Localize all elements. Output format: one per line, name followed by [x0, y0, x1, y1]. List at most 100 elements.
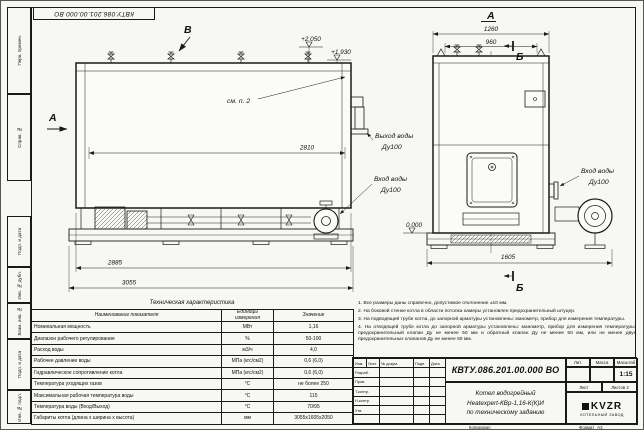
side-view: В А см. п. 2 +2.050 +1.930 Выход воды — [47, 24, 413, 292]
svg-text:+1.930: +1.930 — [331, 49, 351, 56]
rev-col: Дата — [429, 357, 446, 369]
doc-number: КВТУ.086.201.00.000 ВО — [445, 358, 566, 382]
role-label: Т.контр. — [353, 386, 380, 397]
base-frame-front — [426, 232, 556, 249]
empty-cell — [413, 376, 430, 388]
role-row: Пров. — [353, 376, 446, 388]
elevation-mark-zero: 0.000 — [403, 222, 427, 234]
empty-cell — [429, 386, 446, 397]
rev-col: № докум. — [379, 357, 414, 369]
empty-cell — [353, 414, 380, 425]
svg-text:3055: 3055 — [122, 280, 137, 287]
empty-cell — [379, 386, 414, 397]
sheets-label: Листов — [611, 384, 626, 390]
boiler-body-side — [75, 62, 352, 209]
lifting-lug-right — [536, 48, 546, 57]
param-units: мм — [221, 412, 274, 425]
empty-cell — [429, 404, 446, 416]
notes-block: 1. Все размеры даны справочно, допустимо… — [358, 301, 636, 345]
tech-row: Габариты котла (длина х ширина х высота)… — [31, 412, 354, 425]
param-value: 4,0 — [273, 343, 354, 357]
param-name: Диапазон рабочего регулирования — [31, 332, 222, 345]
copied-text: Копировал — [469, 425, 491, 430]
product-name-line2: Heatexpert-КВр-1,16-К(К)И — [467, 399, 544, 407]
rev-col: Лист — [366, 357, 380, 369]
margin-field-perv-primen: Перв. примен. — [7, 7, 31, 94]
product-name-line1: Котел водогрейный — [475, 389, 536, 397]
param-name: Габариты котла (длина х ширина х высота) — [31, 412, 222, 425]
sheets-cell: Листов 2 — [602, 382, 638, 392]
empty-cell — [429, 414, 446, 425]
door-handle — [488, 163, 496, 171]
blower-fan — [554, 198, 613, 249]
ash-drawer — [462, 212, 520, 226]
param-units: °С — [221, 400, 274, 414]
margin-field-podp-data1: Подп. и дата — [7, 216, 31, 267]
rev-header-row: Изм. Лист № докум. Подп. Дата — [353, 357, 446, 369]
role-label: Пров. — [353, 376, 380, 388]
outlet-pipe-elbow — [350, 96, 369, 135]
tech-characteristics: Техническая характеристика Наименование … — [31, 298, 354, 425]
view-marker-v: В — [184, 24, 192, 36]
svg-text:1260: 1260 — [484, 26, 499, 33]
sheet-cell: Лист — [566, 382, 602, 392]
boiler-body-front — [432, 55, 550, 234]
tech-col-value: Значение — [273, 309, 354, 322]
tech-header-row: Наименование показателя Единицы измерени… — [31, 309, 354, 322]
empty-cell — [379, 376, 414, 388]
margin-field-vzam-inv: Взам. инв. № — [7, 303, 31, 339]
note-3: 3. На подводящей трубе котла, до запорно… — [358, 316, 626, 322]
lit-value — [566, 367, 590, 382]
doc-number-stamp-rotated: КВТУ.086.201.00.000 ВО — [33, 7, 155, 20]
param-name: Рабочее давление воды — [31, 355, 222, 368]
param-value: 0,6 (6,0) — [273, 355, 354, 368]
role-row: Разраб. — [353, 367, 446, 378]
company-name: КОТЕЛЬНЫЙ ЗАВОД — [580, 412, 624, 417]
note-1: 1. Все размеры даны справочно, допустимо… — [358, 301, 508, 306]
margin-field-inv-dubl: Инв. № дубл. — [7, 267, 31, 303]
empty-cell — [379, 367, 414, 378]
param-name: Температура воды (Вход/Выход) — [31, 400, 222, 414]
support-frame-side — [68, 208, 354, 245]
kvzr-logo-icon — [581, 402, 589, 410]
empty-cell — [413, 386, 430, 397]
rev-col: Подп. — [413, 357, 430, 369]
format-size: А3 — [597, 425, 603, 430]
param-units: МВт — [221, 320, 274, 334]
param-name: Номинальная мощность — [31, 320, 222, 334]
param-value: 0,6 (6,0) — [273, 366, 354, 379]
param-units: °С — [221, 377, 274, 391]
note-2: 2. На боковой стенке котла в области пот… — [358, 308, 576, 314]
inlet-label: Вход воды — [374, 175, 407, 183]
param-units: % — [221, 332, 274, 345]
param-value: 50-100 — [273, 332, 354, 345]
param-value: 3055х1605х2050 — [273, 412, 354, 425]
elevation-mark-1930: +1.930 — [327, 49, 351, 63]
dim-1260: 1260 — [432, 26, 550, 53]
sheets-value: 2 — [626, 384, 629, 390]
inlet-pump — [313, 200, 339, 240]
param-name: Температура уходящих газов — [31, 377, 222, 391]
scale-header: Масштаб — [614, 358, 638, 367]
outlet-label: Выход воды — [375, 132, 413, 140]
tech-col-name: Наименование показателя — [31, 309, 222, 322]
param-units: м3/ч — [221, 343, 274, 357]
note-4: 4. На отводящей трубе котла до запорной … — [358, 324, 636, 343]
format-word: Формат — [579, 425, 595, 430]
margin-field-podp-data2: Подп. и дата — [7, 339, 31, 390]
front-view-title: А — [486, 10, 495, 22]
tech-table-title: Техническая характеристика — [149, 300, 235, 306]
product-name: Котел водогрейный Heatexpert-КВр-1,16-К(… — [445, 382, 566, 425]
svg-text:0.000: 0.000 — [406, 222, 422, 229]
svg-text:2810: 2810 — [299, 145, 315, 152]
dim-2885: 2885 — [75, 213, 352, 272]
tech-row: Диапазон рабочего регулирования%50-100 — [31, 332, 354, 345]
revision-table: Изм. Лист № докум. Подп. Дата Разраб. Пр… — [353, 357, 446, 425]
kvzr-brand: KVZR — [581, 401, 622, 412]
